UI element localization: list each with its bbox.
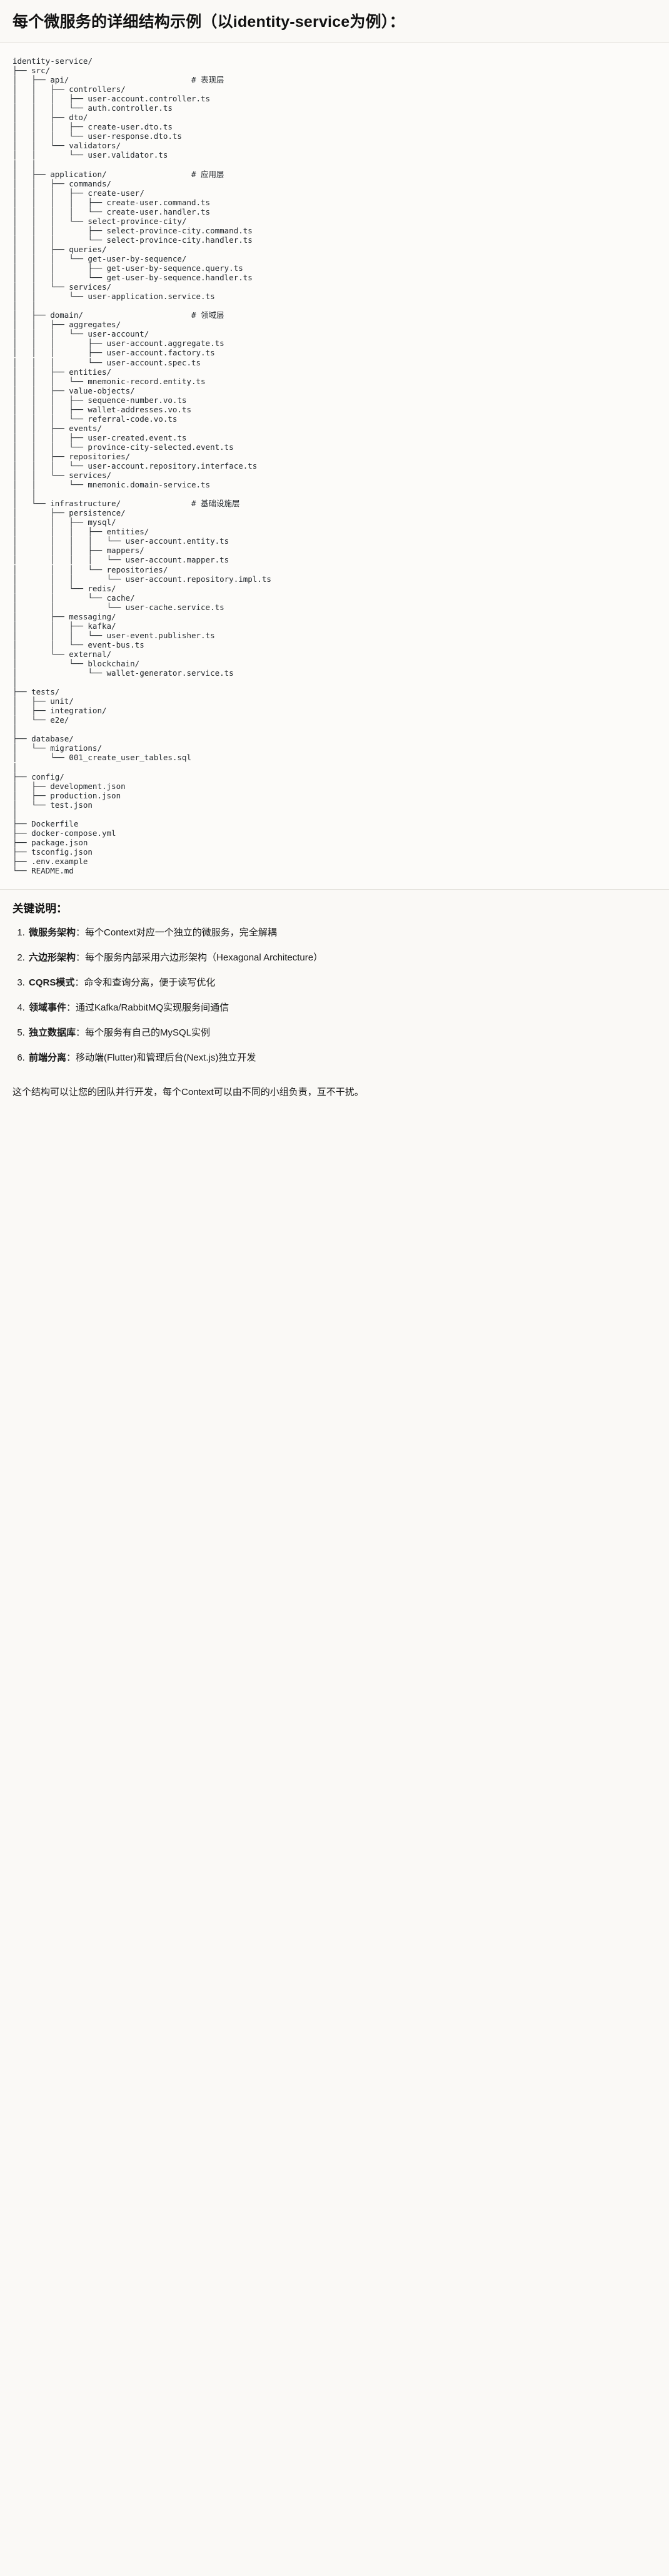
key-point-term: 微服务架构: [29, 927, 76, 938]
code-block: identity-service/ ├── src/ │ ├── api/ # …: [0, 43, 669, 890]
key-point-desc: ：每个服务内部采用六边形架构（Hexagonal Architecture）: [76, 952, 323, 963]
page-title: 每个微服务的详细结构示例（以identity-service为例）：: [0, 0, 669, 43]
list-item: 独立数据库：每个服务有自己的MySQL实例: [28, 1026, 656, 1041]
key-point-term: 领域事件: [29, 1002, 67, 1013]
key-point-term: CQRS模式: [29, 977, 75, 988]
closing-note: 这个结构可以让您的团队并行开发，每个Context可以由不同的小组负责，互不干扰…: [13, 1086, 364, 1097]
list-item: 领域事件：通过Kafka/RabbitMQ实现服务间通信: [28, 1000, 656, 1016]
key-points-title: 关键说明：: [13, 902, 68, 915]
key-point-desc: ：每个Context对应一个独立的微服务，完全解耦: [76, 927, 277, 938]
key-point-desc: ：命令和查询分离，便于读写优化: [74, 977, 216, 988]
key-points-list: 微服务架构：每个Context对应一个独立的微服务，完全解耦 六边形架构：每个服…: [13, 925, 656, 1066]
list-item: 前端分离：移动端(Flutter)和管理后台(Next.js)独立开发: [28, 1051, 656, 1066]
list-item: CQRS模式：命令和查询分离，便于读写优化: [28, 975, 656, 990]
key-point-term: 独立数据库: [29, 1027, 76, 1038]
key-point-term: 六边形架构: [29, 952, 76, 963]
list-item: 六边形架构：每个服务内部采用六边形架构（Hexagonal Architectu…: [28, 950, 656, 965]
key-point-desc: ：每个服务有自己的MySQL实例: [76, 1027, 211, 1038]
list-item: 微服务架构：每个Context对应一个独立的微服务，完全解耦: [28, 925, 656, 940]
directory-tree: identity-service/ ├── src/ │ ├── api/ # …: [13, 56, 271, 876]
key-point-term: 前端分离: [29, 1052, 67, 1063]
key-point-desc: ：通过Kafka/RabbitMQ实现服务间通信: [66, 1002, 229, 1013]
key-points-section: 关键说明： 微服务架构：每个Context对应一个独立的微服务，完全解耦 六边形…: [0, 890, 669, 1081]
key-point-desc: ：移动端(Flutter)和管理后台(Next.js)独立开发: [66, 1052, 256, 1063]
document-page: 每个微服务的详细结构示例（以identity-service为例）： ident…: [0, 0, 669, 1114]
